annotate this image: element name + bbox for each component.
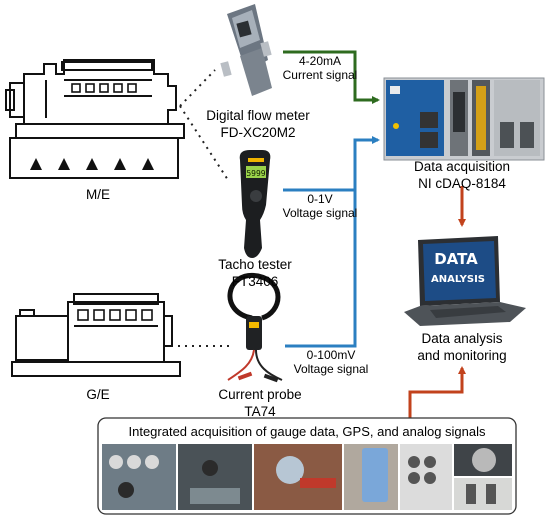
mv-signal-label: 0-100mV Voltage signal xyxy=(293,348,369,376)
integrated-photos xyxy=(102,444,512,510)
current-signal-label: 4-20mA Current signal xyxy=(282,54,358,82)
analysis-label: Data analysis and monitoring xyxy=(406,330,518,364)
analysis-title: Data analysis xyxy=(421,331,503,346)
dotted-connectors xyxy=(178,69,232,347)
current-probe-image xyxy=(227,272,283,383)
tacho-tester-image: 5999 xyxy=(239,150,271,258)
voltage-signal-range: 0-1V xyxy=(307,192,333,206)
generator-engine-icon xyxy=(11,293,181,377)
daq-label: Data acquisition NI cDAQ-8184 xyxy=(400,158,524,192)
daq-title: Data acquisition xyxy=(413,159,511,174)
voltage-signal-arrow xyxy=(283,136,380,192)
current-probe-name: Current probe xyxy=(218,387,302,402)
mv-signal-arrow xyxy=(285,190,357,348)
daq-model: NI cDAQ-8184 xyxy=(418,176,506,191)
tacho-display: 5999 xyxy=(246,169,265,178)
laptop-image: DATA ANALYSIS xyxy=(404,236,526,326)
current-probe-model: TA74 xyxy=(244,404,276,419)
main-engine-icon xyxy=(5,59,185,179)
flow-meter-label: Digital flow meter FD-XC20M2 xyxy=(198,107,318,141)
mv-signal-range: 0-100mV xyxy=(306,348,356,362)
analysis-subtitle: and monitoring xyxy=(417,348,507,363)
laptop-screen-subtitle: ANALYSIS xyxy=(431,274,485,285)
flow-meter-name: Digital flow meter xyxy=(206,108,310,123)
current-signal-arrow xyxy=(283,50,380,104)
current-signal-range: 4-20mA xyxy=(298,54,342,68)
flow-meter-model: FD-XC20M2 xyxy=(220,125,296,140)
mv-signal-type: Voltage signal xyxy=(293,362,369,376)
main-engine-label: M/E xyxy=(85,187,110,202)
integrated-to-analysis-arrow xyxy=(408,366,466,418)
daq-chassis-image xyxy=(383,77,545,161)
voltage-signal-label: 0-1V Voltage signal xyxy=(282,192,358,220)
tacho-model: FT3406 xyxy=(231,274,279,289)
tacho-name: Tacho tester xyxy=(218,257,292,272)
flow-meter-image xyxy=(220,4,272,96)
current-probe-label: Current probe TA74 xyxy=(215,386,305,420)
current-signal-type: Current signal xyxy=(282,68,358,82)
integrated-title: Integrated acquisition of gauge data, GP… xyxy=(128,424,486,439)
tacho-label: Tacho tester FT3406 xyxy=(210,256,300,290)
voltage-signal-type: Voltage signal xyxy=(282,206,358,220)
laptop-screen-title: DATA xyxy=(434,250,478,268)
generator-engine-label: G/E xyxy=(86,387,110,402)
